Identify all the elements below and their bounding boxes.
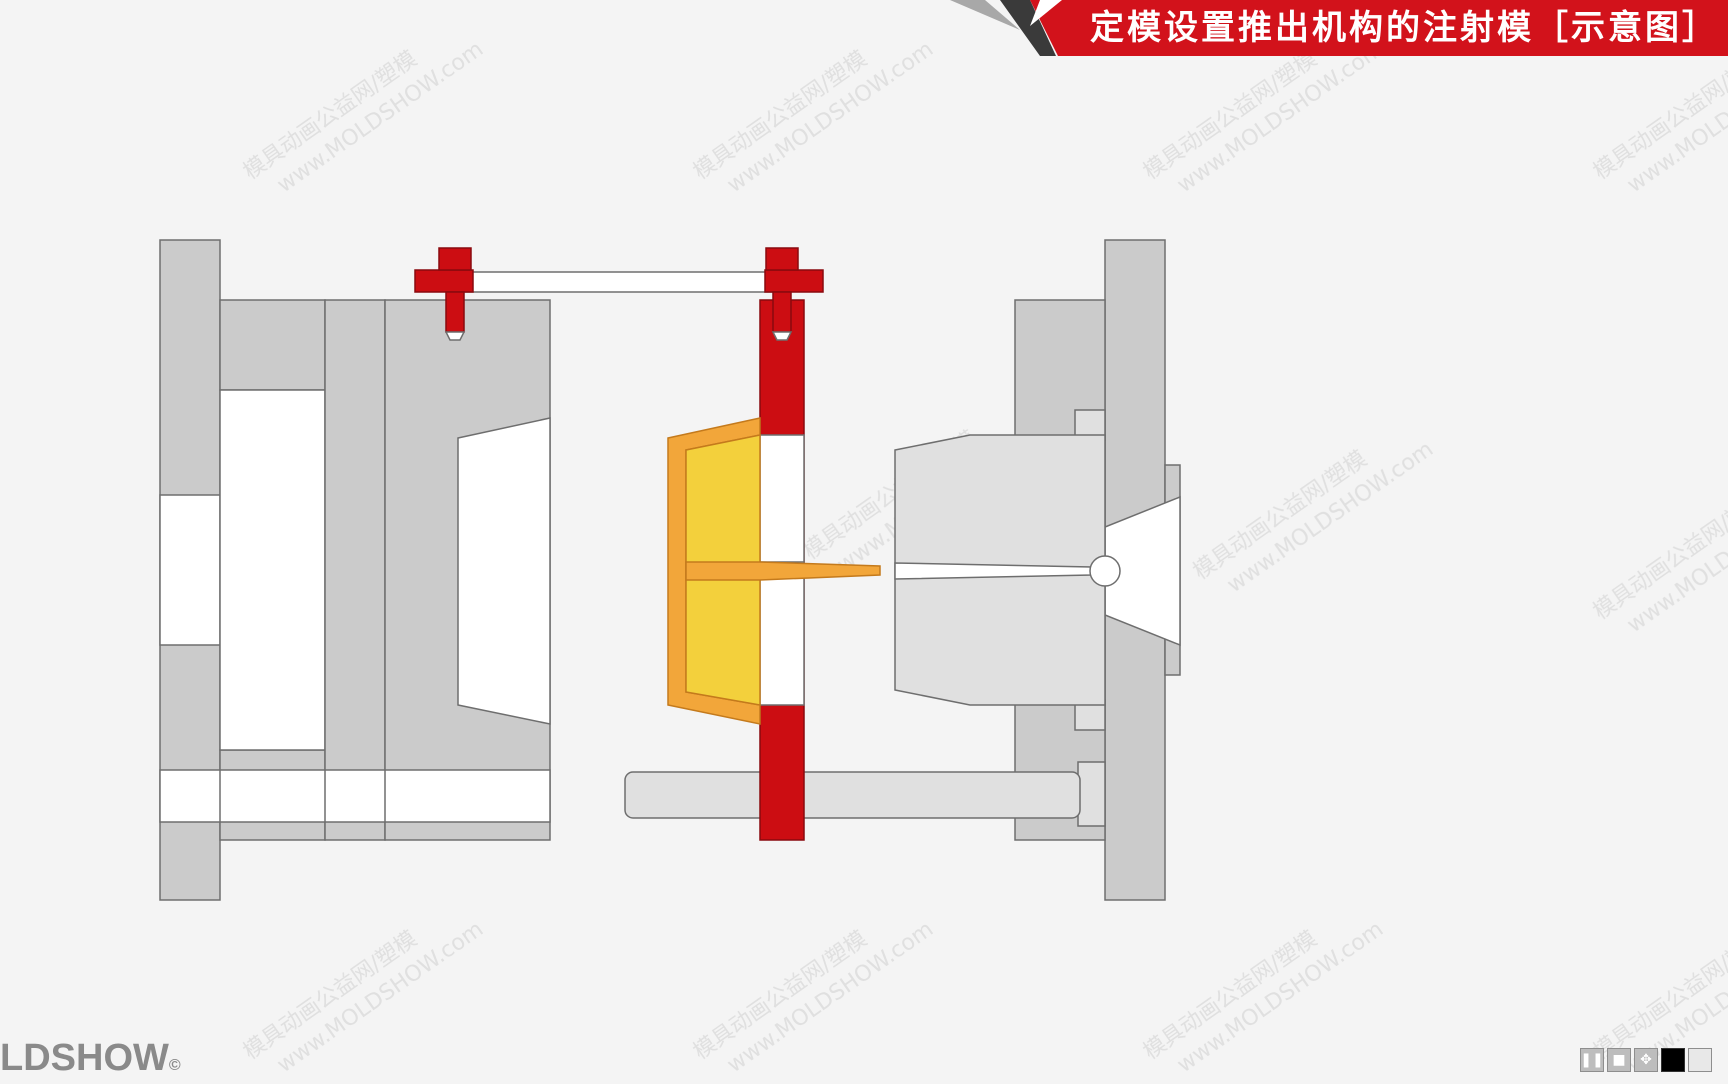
- stop-bolt-tip-left: [444, 331, 466, 341]
- stop-bolt-shank-left: [445, 291, 465, 333]
- watermark: 模具动画公益网/塑模 www.MOLDSHOW.com: [239, 37, 488, 198]
- pause-button[interactable]: ❚❚: [1580, 1048, 1604, 1072]
- stop-bolt-head-left: [438, 247, 472, 271]
- title-banner-graphic: [950, 0, 1728, 56]
- move-icon: ✥: [1640, 1052, 1652, 1068]
- stop-button[interactable]: ■: [1607, 1048, 1631, 1072]
- white-screen-button[interactable]: [1688, 1048, 1712, 1072]
- spacer-block-top: [219, 299, 326, 391]
- support-plate: [324, 299, 386, 841]
- playback-controls: ❚❚ ■ ✥: [1580, 1046, 1728, 1074]
- core-cavity-recess: [457, 417, 551, 725]
- watermark: 模具动画公益网/塑模 www.MOLDSHOW.com: [689, 37, 938, 198]
- pause-icon: ❚❚: [1580, 1052, 1604, 1068]
- link-bracket-left: [414, 269, 474, 293]
- stop-bolt-head-right: [765, 247, 799, 271]
- page-title: 定模设置推出机构的注射模［示意图］: [1090, 8, 1719, 48]
- watermark: 模具动画公益网/塑模 www.MOLDSHOW.com: [239, 917, 488, 1078]
- watermark: 模具动画公益网/塑模 www.MOLDSHOW.com: [1139, 917, 1388, 1078]
- moldshow-logo: LDSHOW©: [0, 1036, 210, 1080]
- guide-pin: [624, 771, 1081, 819]
- ejector-space: [219, 389, 326, 751]
- stop-bolt-tip-right: [771, 331, 793, 341]
- clamp-plate-opening: [159, 494, 221, 646]
- black-screen-button[interactable]: [1661, 1048, 1685, 1072]
- move-button[interactable]: ✥: [1634, 1048, 1658, 1072]
- stop-bolt-shank-right: [772, 291, 792, 333]
- guide-pin-head: [1077, 761, 1106, 827]
- guide-bore: [159, 769, 551, 823]
- copyright-mark: ©: [168, 1057, 181, 1074]
- molded-sprue: [685, 561, 881, 581]
- link-bracket-right: [764, 269, 824, 293]
- watermark: 模具动画公益网/塑模 www.MOLDSHOW.com: [689, 917, 938, 1078]
- sprue-gate-ball: [1089, 555, 1121, 587]
- watermark: 模具动画公益网/塑模 www.MOLDSHOW.com: [1589, 477, 1728, 638]
- watermark: 模具动画公益网/塑模 www.MOLDSHOW.com: [1189, 437, 1438, 598]
- tie-link-bar: [454, 271, 776, 293]
- logo-text: LDSHOW: [0, 1037, 169, 1079]
- stop-icon: ■: [1612, 1052, 1626, 1068]
